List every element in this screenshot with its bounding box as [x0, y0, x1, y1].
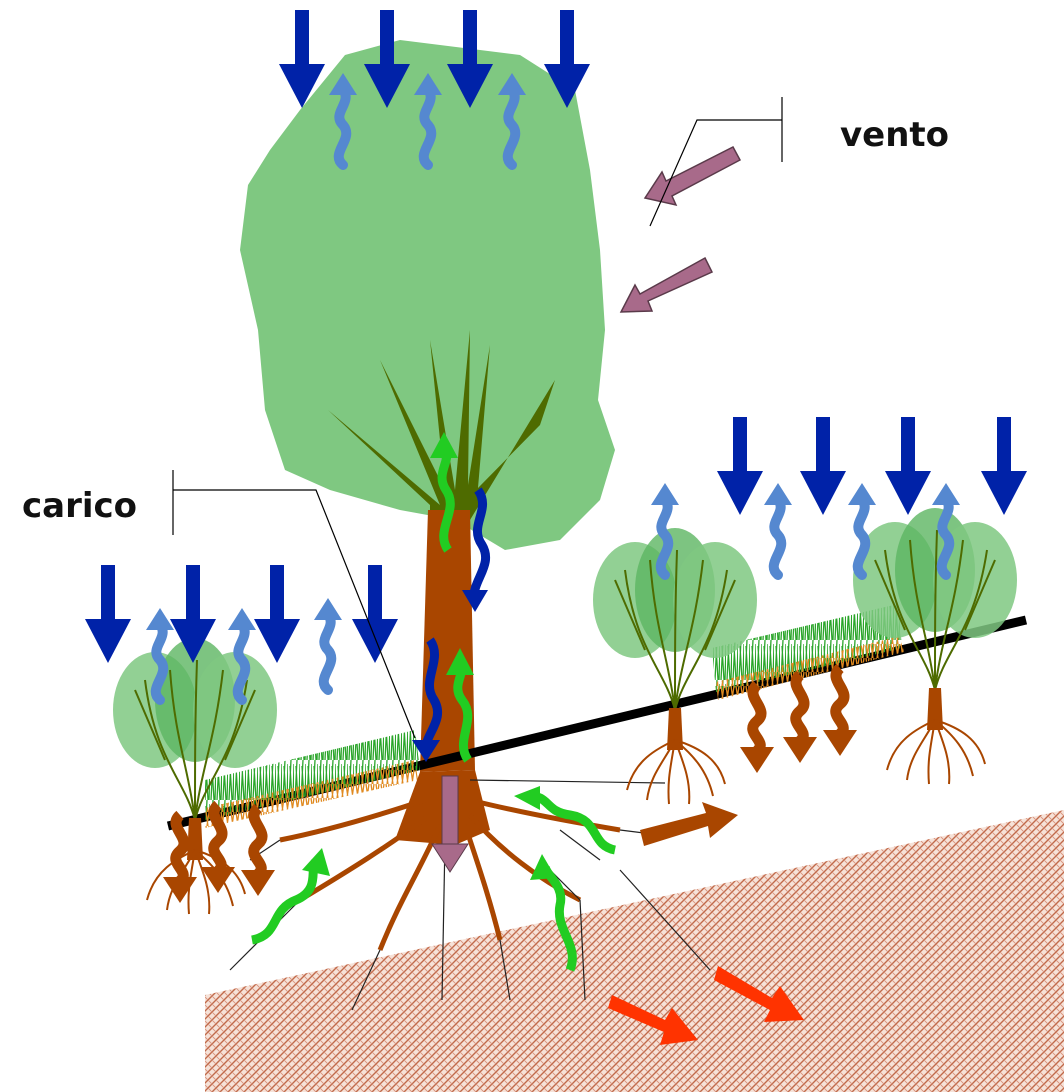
drainage-arrow — [241, 808, 275, 896]
wind-label: vento — [840, 115, 949, 155]
drainage-arrow — [783, 675, 817, 763]
load-label: carico — [22, 486, 137, 526]
wind-arrow — [621, 258, 712, 312]
drainage-arrow — [823, 668, 857, 756]
rain-arrow — [254, 565, 300, 663]
rain-arrow — [85, 565, 131, 663]
rain-arrow — [800, 417, 846, 515]
bedrock-layer — [205, 810, 1064, 1092]
wind-arrow — [645, 147, 740, 205]
rain-arrow — [981, 417, 1027, 515]
evaporation-arrow — [764, 483, 792, 575]
wind-arrows — [621, 147, 740, 312]
rain-arrow — [717, 417, 763, 515]
rain-arrow — [885, 417, 931, 515]
drainage-arrow — [740, 685, 774, 773]
subsurface-arrow — [640, 802, 738, 846]
evaporation-arrow — [314, 598, 342, 690]
rain-arrow — [352, 565, 398, 663]
